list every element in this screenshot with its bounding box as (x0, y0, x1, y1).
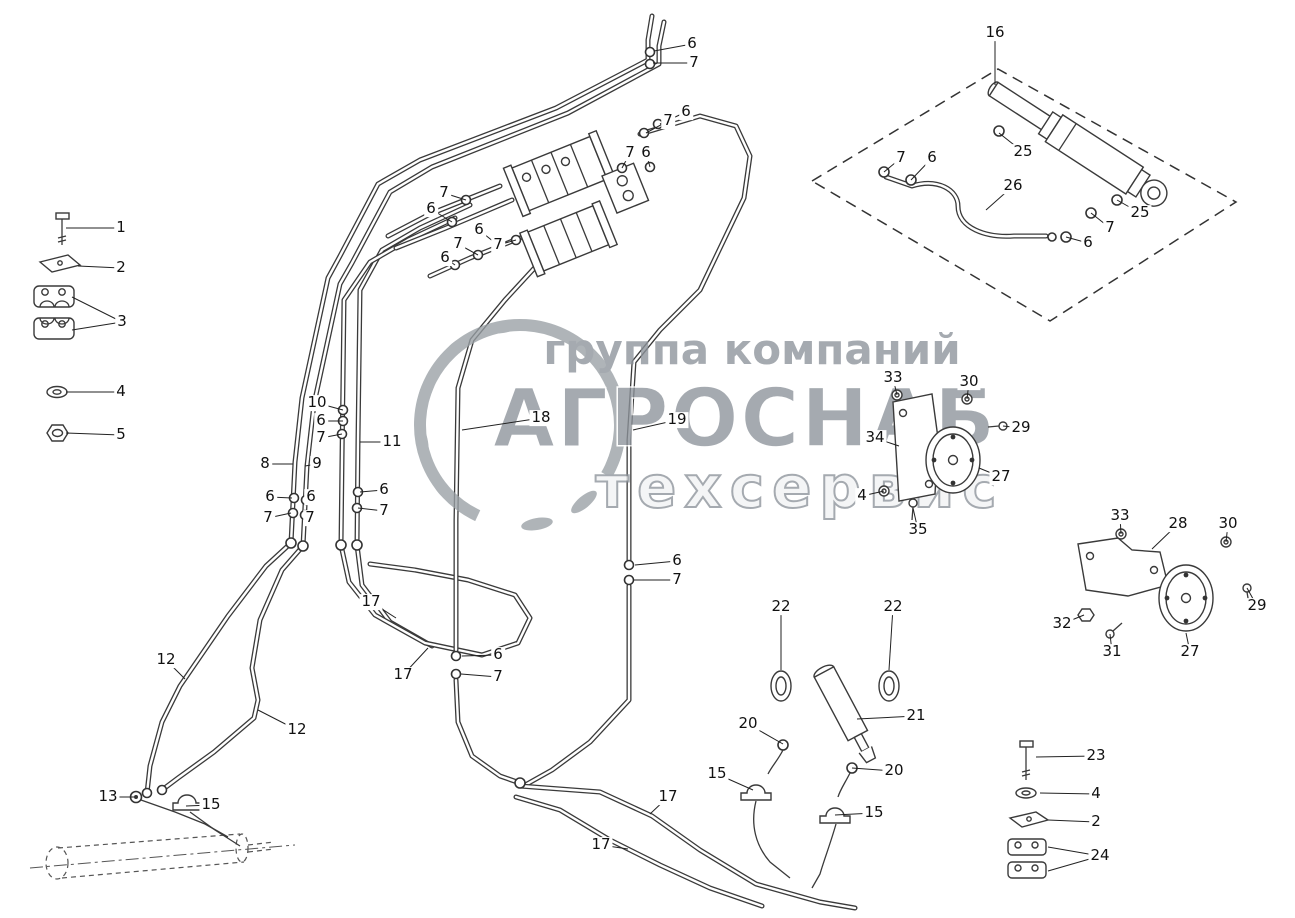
bottom-right-fastener-stack (1007, 740, 1050, 879)
leader-line (1035, 755, 1097, 758)
plate-2b (1008, 811, 1050, 828)
leader-line (402, 647, 429, 676)
leader-line (1185, 632, 1191, 653)
leader-line (856, 715, 917, 720)
left-fastener-stack (33, 212, 82, 442)
valve-block-upper (502, 129, 617, 218)
laurel-wreath-logo (414, 319, 626, 531)
leader-line (888, 606, 894, 671)
valve-block-small (601, 162, 650, 214)
bolt-1 (55, 212, 70, 245)
nut-5 (46, 424, 69, 442)
leader-line (71, 296, 123, 323)
hydraulic-cylinder-bottom-left (29, 790, 296, 880)
plate-2 (38, 254, 82, 273)
leader-line (851, 767, 895, 772)
leader-line (165, 659, 186, 680)
clamp-24a (1007, 838, 1047, 856)
hydraulic-cylinder-16 (987, 81, 1168, 207)
leader-line (649, 796, 669, 815)
leader-line (1047, 855, 1101, 872)
motor-assembly-1 (878, 389, 1008, 521)
leader-line (77, 265, 122, 269)
washer-4 (46, 385, 68, 399)
leader-line (269, 496, 293, 499)
leader-line (71, 321, 123, 331)
formed-pipe-26 (886, 177, 1046, 236)
leader-line (747, 723, 784, 745)
leader-line (461, 417, 542, 431)
elbow-fitting-20a (767, 739, 789, 775)
leader-line (461, 654, 499, 657)
leader-line (985, 185, 1014, 211)
leader-line (359, 489, 385, 493)
leader-line (1151, 523, 1179, 550)
washer-33b (1115, 528, 1127, 540)
leader-line (65, 432, 122, 436)
washer-4c (1015, 787, 1037, 799)
leader-line (716, 773, 754, 791)
clamp-15a (172, 794, 202, 811)
leader-line (460, 673, 499, 678)
leader-line (478, 229, 500, 247)
leader-line (634, 560, 678, 566)
valve-block-lower (518, 200, 619, 278)
kit-box-dashed (810, 68, 1238, 322)
motor-assembly-2 (1077, 528, 1252, 639)
leader-line (1047, 846, 1101, 857)
clamp-15c (740, 784, 772, 801)
nut-32 (1077, 608, 1095, 622)
leader-line (998, 132, 1024, 153)
bolt-31 (1105, 622, 1123, 639)
watermark-line1: группа компаний (543, 325, 960, 374)
clamp-24b (1007, 861, 1047, 879)
leader-line (1039, 792, 1097, 795)
leader-line (267, 512, 292, 519)
bolt-23 (1019, 740, 1034, 780)
leader-line (1116, 199, 1141, 214)
cylinder-21-group (740, 664, 900, 889)
leader-line (1090, 212, 1111, 229)
leader-line (883, 157, 902, 173)
leader-line (457, 243, 479, 256)
clamp-3b (33, 317, 75, 340)
leader-line (1047, 819, 1097, 823)
leader-line (910, 157, 933, 181)
clamp-15d (819, 807, 851, 824)
leader-line (257, 709, 298, 731)
clamp-3a (33, 285, 75, 308)
